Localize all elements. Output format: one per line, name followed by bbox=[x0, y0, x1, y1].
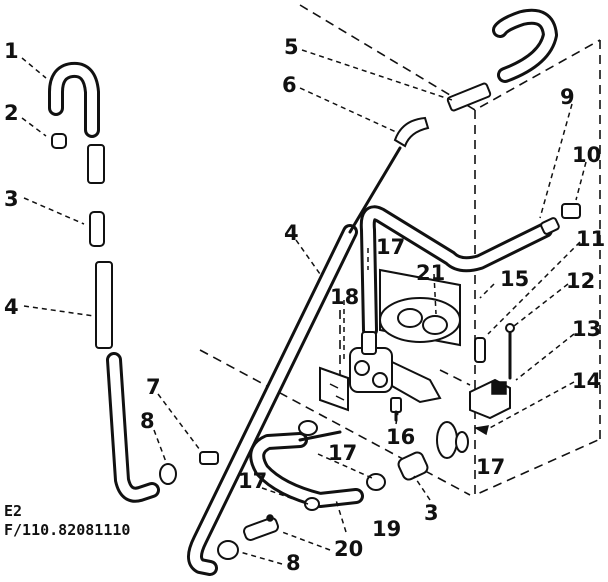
callout-3-lower: 3 bbox=[424, 501, 439, 525]
callout-2: 2 bbox=[4, 101, 19, 125]
callout-17-right: 17 bbox=[476, 455, 505, 479]
callout-6: 6 bbox=[282, 73, 297, 97]
connector-part-3 bbox=[89, 211, 105, 247]
tube-segment bbox=[87, 144, 105, 184]
callout-4: 4 bbox=[4, 295, 19, 319]
plug-part-7 bbox=[199, 451, 219, 465]
callout-1: 1 bbox=[4, 39, 19, 63]
tube-part-19 bbox=[249, 420, 386, 511]
cabinet-outline bbox=[199, 4, 601, 497]
callout-9: 9 bbox=[560, 85, 575, 109]
fittings-lower-right bbox=[397, 421, 490, 481]
screw-part-16 bbox=[390, 397, 402, 422]
clamp-part-2 bbox=[51, 133, 67, 149]
callout-21: 21 bbox=[416, 261, 445, 285]
clamp-part-8b bbox=[217, 540, 239, 560]
callout-20: 20 bbox=[334, 537, 363, 561]
pin-part-11 bbox=[474, 337, 486, 363]
callout-7: 7 bbox=[146, 375, 161, 399]
callout-17-lower: 17 bbox=[238, 469, 267, 493]
callout-18: 18 bbox=[330, 285, 359, 309]
callout-13: 13 bbox=[572, 317, 601, 341]
callout-4-center: 4 bbox=[284, 221, 299, 245]
callout-labels: 1 2 3 4 5 6 4 7 8 9 10 11 12 13 14 15 21… bbox=[4, 35, 605, 575]
callout-12: 12 bbox=[566, 269, 595, 293]
left-drain-tube-assembly bbox=[48, 61, 160, 503]
clamp-part-17c bbox=[304, 497, 320, 511]
callout-8-lower: 8 bbox=[286, 551, 301, 575]
fitting-part-20 bbox=[243, 517, 279, 541]
callout-10: 10 bbox=[572, 143, 601, 167]
callout-14: 14 bbox=[572, 369, 601, 393]
tube-part-9 bbox=[359, 203, 581, 338]
callout-3: 3 bbox=[4, 187, 19, 211]
callout-19: 19 bbox=[372, 517, 401, 541]
callout-16: 16 bbox=[386, 425, 415, 449]
leader-lines bbox=[21, 49, 587, 565]
callout-17-mid: 17 bbox=[328, 441, 357, 465]
callout-5: 5 bbox=[284, 35, 299, 59]
solenoid-coil bbox=[361, 331, 377, 355]
reference-code: E2 F/110.82081110 bbox=[4, 502, 130, 539]
switch-assembly bbox=[469, 323, 515, 420]
clamp-part-17a bbox=[298, 420, 318, 436]
reference-line-2: F/110.82081110 bbox=[4, 521, 130, 539]
callout-11: 11 bbox=[576, 227, 605, 251]
reference-line-1: E2 bbox=[4, 502, 22, 520]
clamp-part-8a bbox=[159, 463, 177, 485]
lower-fittings bbox=[159, 451, 279, 560]
callout-8: 8 bbox=[140, 409, 155, 433]
elbow-part-6 bbox=[393, 116, 430, 148]
callout-15: 15 bbox=[500, 267, 529, 291]
fill-hose-top bbox=[393, 8, 558, 148]
valve-assembly-part-18 bbox=[319, 331, 442, 412]
fitting-part-10 bbox=[561, 203, 581, 219]
hose-part-4 bbox=[95, 261, 113, 349]
hose-part-5 bbox=[446, 82, 492, 112]
callout-17-top: 17 bbox=[376, 235, 405, 259]
connector-part-3-lower bbox=[397, 451, 429, 481]
cover-part-21 bbox=[379, 297, 461, 343]
tube-end bbox=[540, 217, 560, 235]
long-hose-part-4 bbox=[187, 146, 402, 576]
